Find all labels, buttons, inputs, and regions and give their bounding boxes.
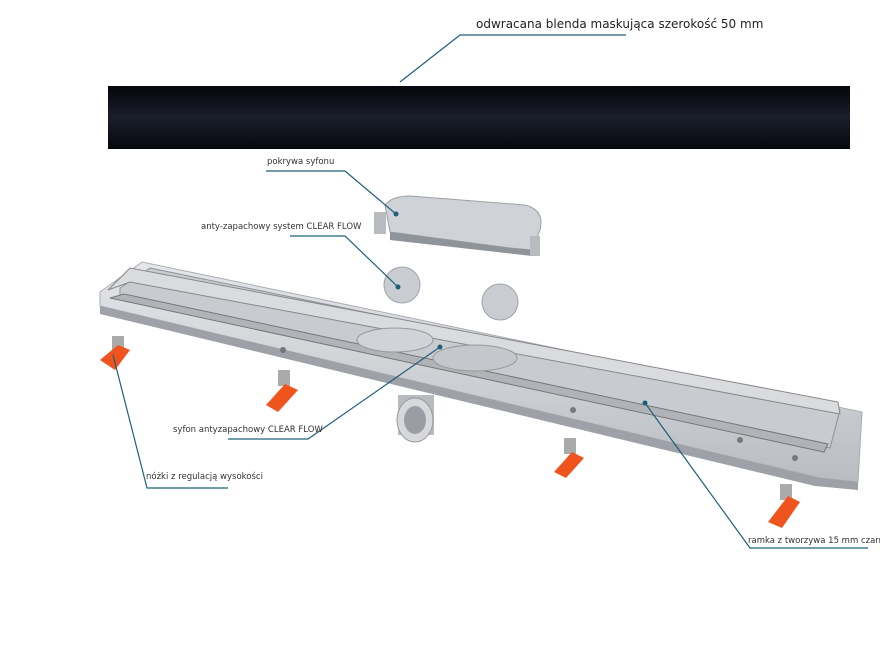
- anti-odor-disc: [481, 283, 519, 321]
- leader-anti-odor: [290, 235, 399, 288]
- leader-lines: [112, 34, 868, 549]
- leader-frame: [644, 402, 868, 549]
- label-siphon-cover: pokrywa syfonu: [267, 157, 335, 167]
- leader-feet: [112, 354, 228, 489]
- masking-blende: [108, 86, 850, 149]
- label-blende: odwracana blenda maskująca szerokość 50 …: [476, 17, 764, 31]
- leader-siphon: [228, 346, 441, 440]
- adjustable-feet: [100, 336, 800, 528]
- label-frame: ramka z tworzywa 15 mm czarna: [748, 536, 880, 546]
- label-anti-odor: anty-zapachowy system CLEAR FLOW: [201, 222, 362, 232]
- leader-blende: [399, 34, 626, 83]
- leader-cover: [266, 170, 397, 215]
- label-feet: nóżki z regulacją wysokości: [146, 472, 263, 482]
- label-siphon: syfon antyzapachowy CLEAR FLOW: [173, 425, 323, 435]
- drain-body: [99, 261, 863, 490]
- anti-odor-disc: [383, 266, 421, 304]
- siphon-cover: [374, 195, 542, 256]
